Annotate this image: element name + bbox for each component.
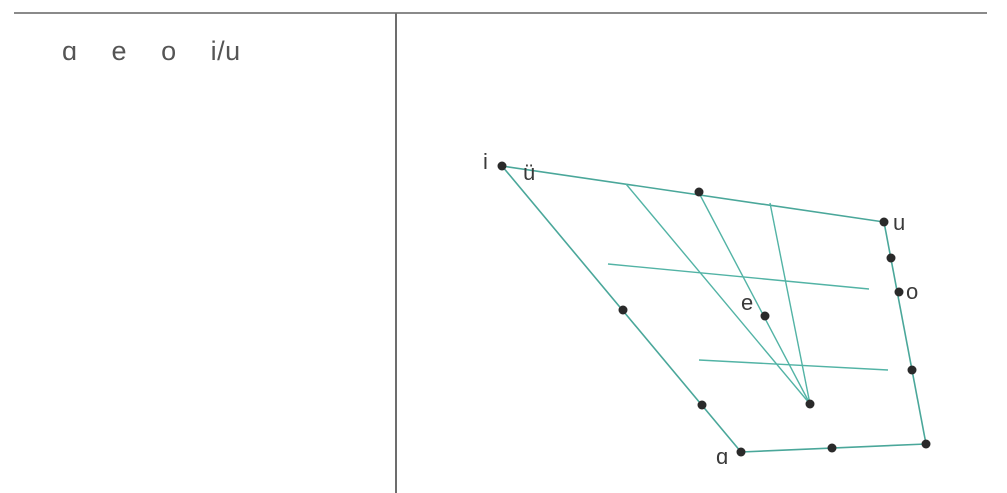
label-u-umlaut: ü xyxy=(523,160,535,185)
dot-apex xyxy=(805,399,815,409)
dot-o xyxy=(894,287,904,297)
vowel-e: e xyxy=(111,36,128,66)
dot-back-1 xyxy=(886,253,896,263)
label-a: ɑ xyxy=(716,444,728,469)
label-i: i xyxy=(483,149,488,174)
panel-divider xyxy=(395,13,397,493)
dot-back-bottom xyxy=(921,439,931,449)
top-edge xyxy=(501,165,885,223)
dot-top-mid xyxy=(694,187,704,197)
guide-line-upper xyxy=(607,263,870,290)
guide-line-1 xyxy=(625,183,811,405)
top-rule xyxy=(14,12,987,14)
dot-u xyxy=(879,217,889,227)
vowel-o: o xyxy=(161,36,177,66)
guide-line-2 xyxy=(698,192,811,405)
vowel-a: ɑ xyxy=(62,36,78,66)
dot-front-1 xyxy=(618,305,628,315)
vowel-inventory: ɑ e o i/u xyxy=(62,36,241,66)
label-e: e xyxy=(741,290,753,315)
label-o: o xyxy=(906,279,918,304)
vowel-i-u: i/u xyxy=(210,36,241,66)
dot-a xyxy=(736,447,746,457)
dot-bottom-mid xyxy=(827,443,837,453)
guide-line-3 xyxy=(769,202,811,405)
dot-front-2 xyxy=(697,400,707,410)
vowel-trapezoid-diagram: i ü u o e ɑ xyxy=(483,149,931,469)
dot-back-2 xyxy=(907,365,917,375)
dot-e xyxy=(760,311,770,321)
label-u: u xyxy=(893,210,905,235)
guide-line-lower xyxy=(698,359,889,371)
dot-i xyxy=(497,161,507,171)
